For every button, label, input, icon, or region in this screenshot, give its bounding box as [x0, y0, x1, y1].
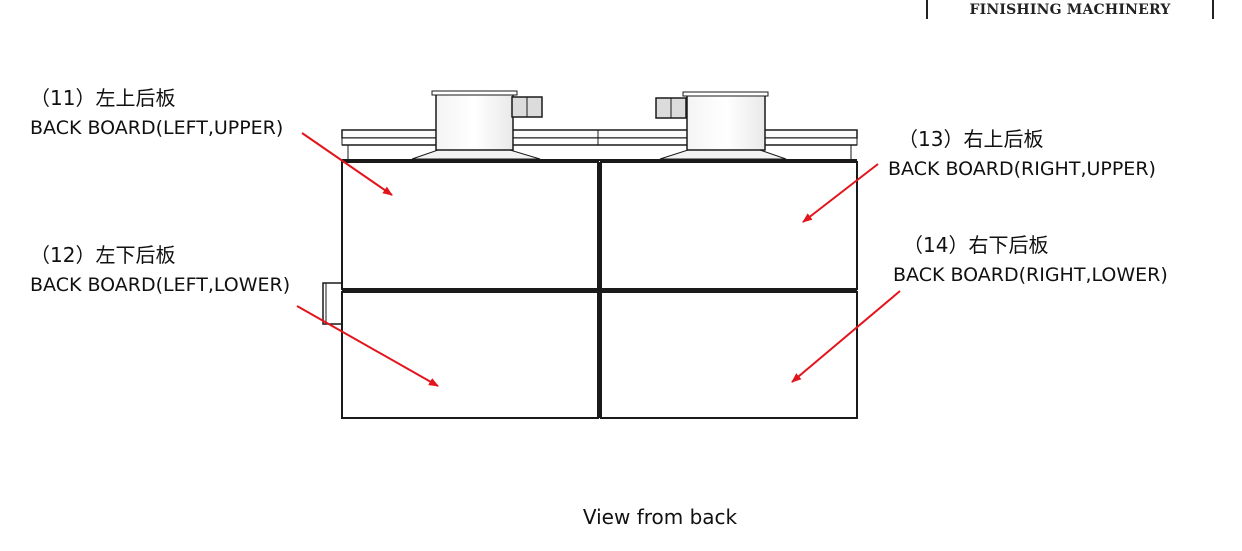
callout-left-lower: （12）左下后板 BACK BOARD(LEFT,LOWER)	[30, 240, 290, 300]
panel-left-upper	[341, 161, 599, 290]
callout-left-upper-code: （11）左上后板	[30, 86, 176, 110]
exhaust-duct-left	[411, 90, 543, 160]
callout-left-lower-label: BACK BOARD(LEFT,LOWER)	[30, 274, 291, 296]
arrow-right-lower	[791, 290, 901, 383]
panel-right-lower	[600, 291, 858, 419]
callout-arrows	[296, 132, 901, 387]
view-caption: View from back	[582, 505, 738, 529]
callout-left-upper: （11）左上后板 BACK BOARD(LEFT,UPPER)	[30, 83, 283, 143]
callout-right-lower-label: BACK BOARD(RIGHT,LOWER)	[893, 264, 1168, 286]
exhaust-duct-right	[655, 91, 787, 160]
back-panels	[341, 161, 858, 419]
arrow-right-upper	[802, 163, 879, 223]
brand-header: FINISHING MACHINERY	[926, 0, 1214, 19]
callout-right-lower-code: （14）右下后板	[903, 233, 1049, 257]
brand-text: FINISHING MACHINERY	[969, 2, 1171, 18]
side-bracket	[322, 282, 341, 325]
callout-left-lower-code: （12）左下后板	[30, 243, 176, 267]
callout-left-upper-label: BACK BOARD(LEFT,UPPER)	[30, 117, 284, 139]
arrow-left-upper	[301, 132, 393, 196]
callout-right-upper: （13）右上后板 BACK BOARD(RIGHT,UPPER)	[888, 124, 1156, 184]
panel-left-lower	[341, 291, 599, 419]
arrow-left-lower	[296, 305, 439, 387]
panel-right-upper	[600, 161, 858, 290]
callout-right-lower: （14）右下后板 BACK BOARD(RIGHT,LOWER)	[893, 230, 1168, 290]
callout-right-upper-code: （13）右上后板	[898, 127, 1044, 151]
top-rail	[341, 129, 858, 161]
callout-right-upper-label: BACK BOARD(RIGHT,UPPER)	[888, 158, 1156, 180]
